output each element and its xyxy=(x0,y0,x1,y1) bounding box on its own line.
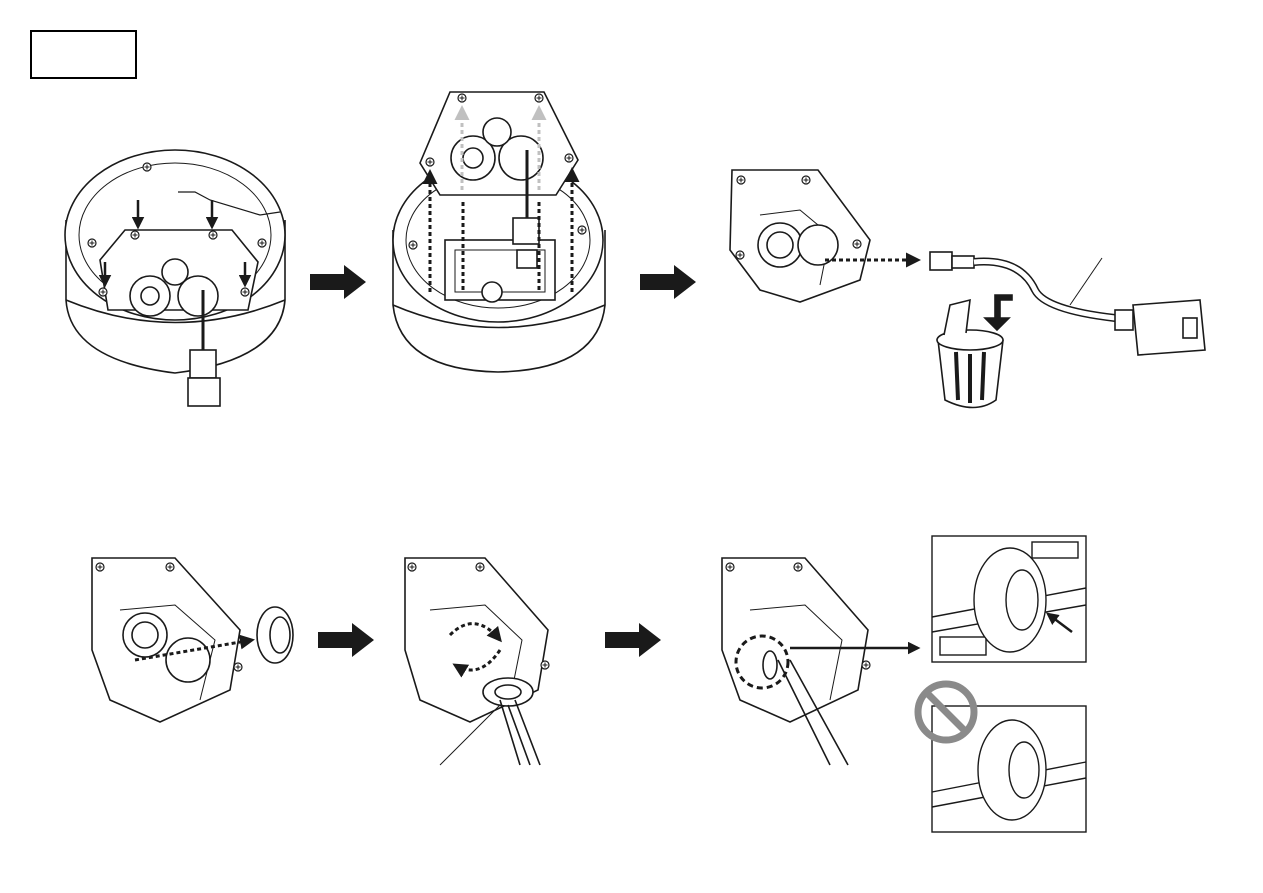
ok-label xyxy=(1034,543,1078,557)
incorrect-detail-panel xyxy=(918,684,1086,832)
right-arrow-icon xyxy=(310,265,366,299)
right-arrow-icon xyxy=(605,623,661,657)
step3-cable-removal xyxy=(730,170,1205,408)
step4-grommet-attach xyxy=(92,558,293,722)
step1-camera-base xyxy=(65,150,285,406)
step2-plate-lifted xyxy=(393,92,605,372)
right-arrow-icon xyxy=(640,265,696,299)
step5-grommet-push xyxy=(405,558,549,765)
right-arrow-icon xyxy=(318,623,374,657)
step6-check-fit xyxy=(722,558,918,765)
ng-label xyxy=(941,638,985,654)
trash-can-icon xyxy=(937,295,1012,408)
